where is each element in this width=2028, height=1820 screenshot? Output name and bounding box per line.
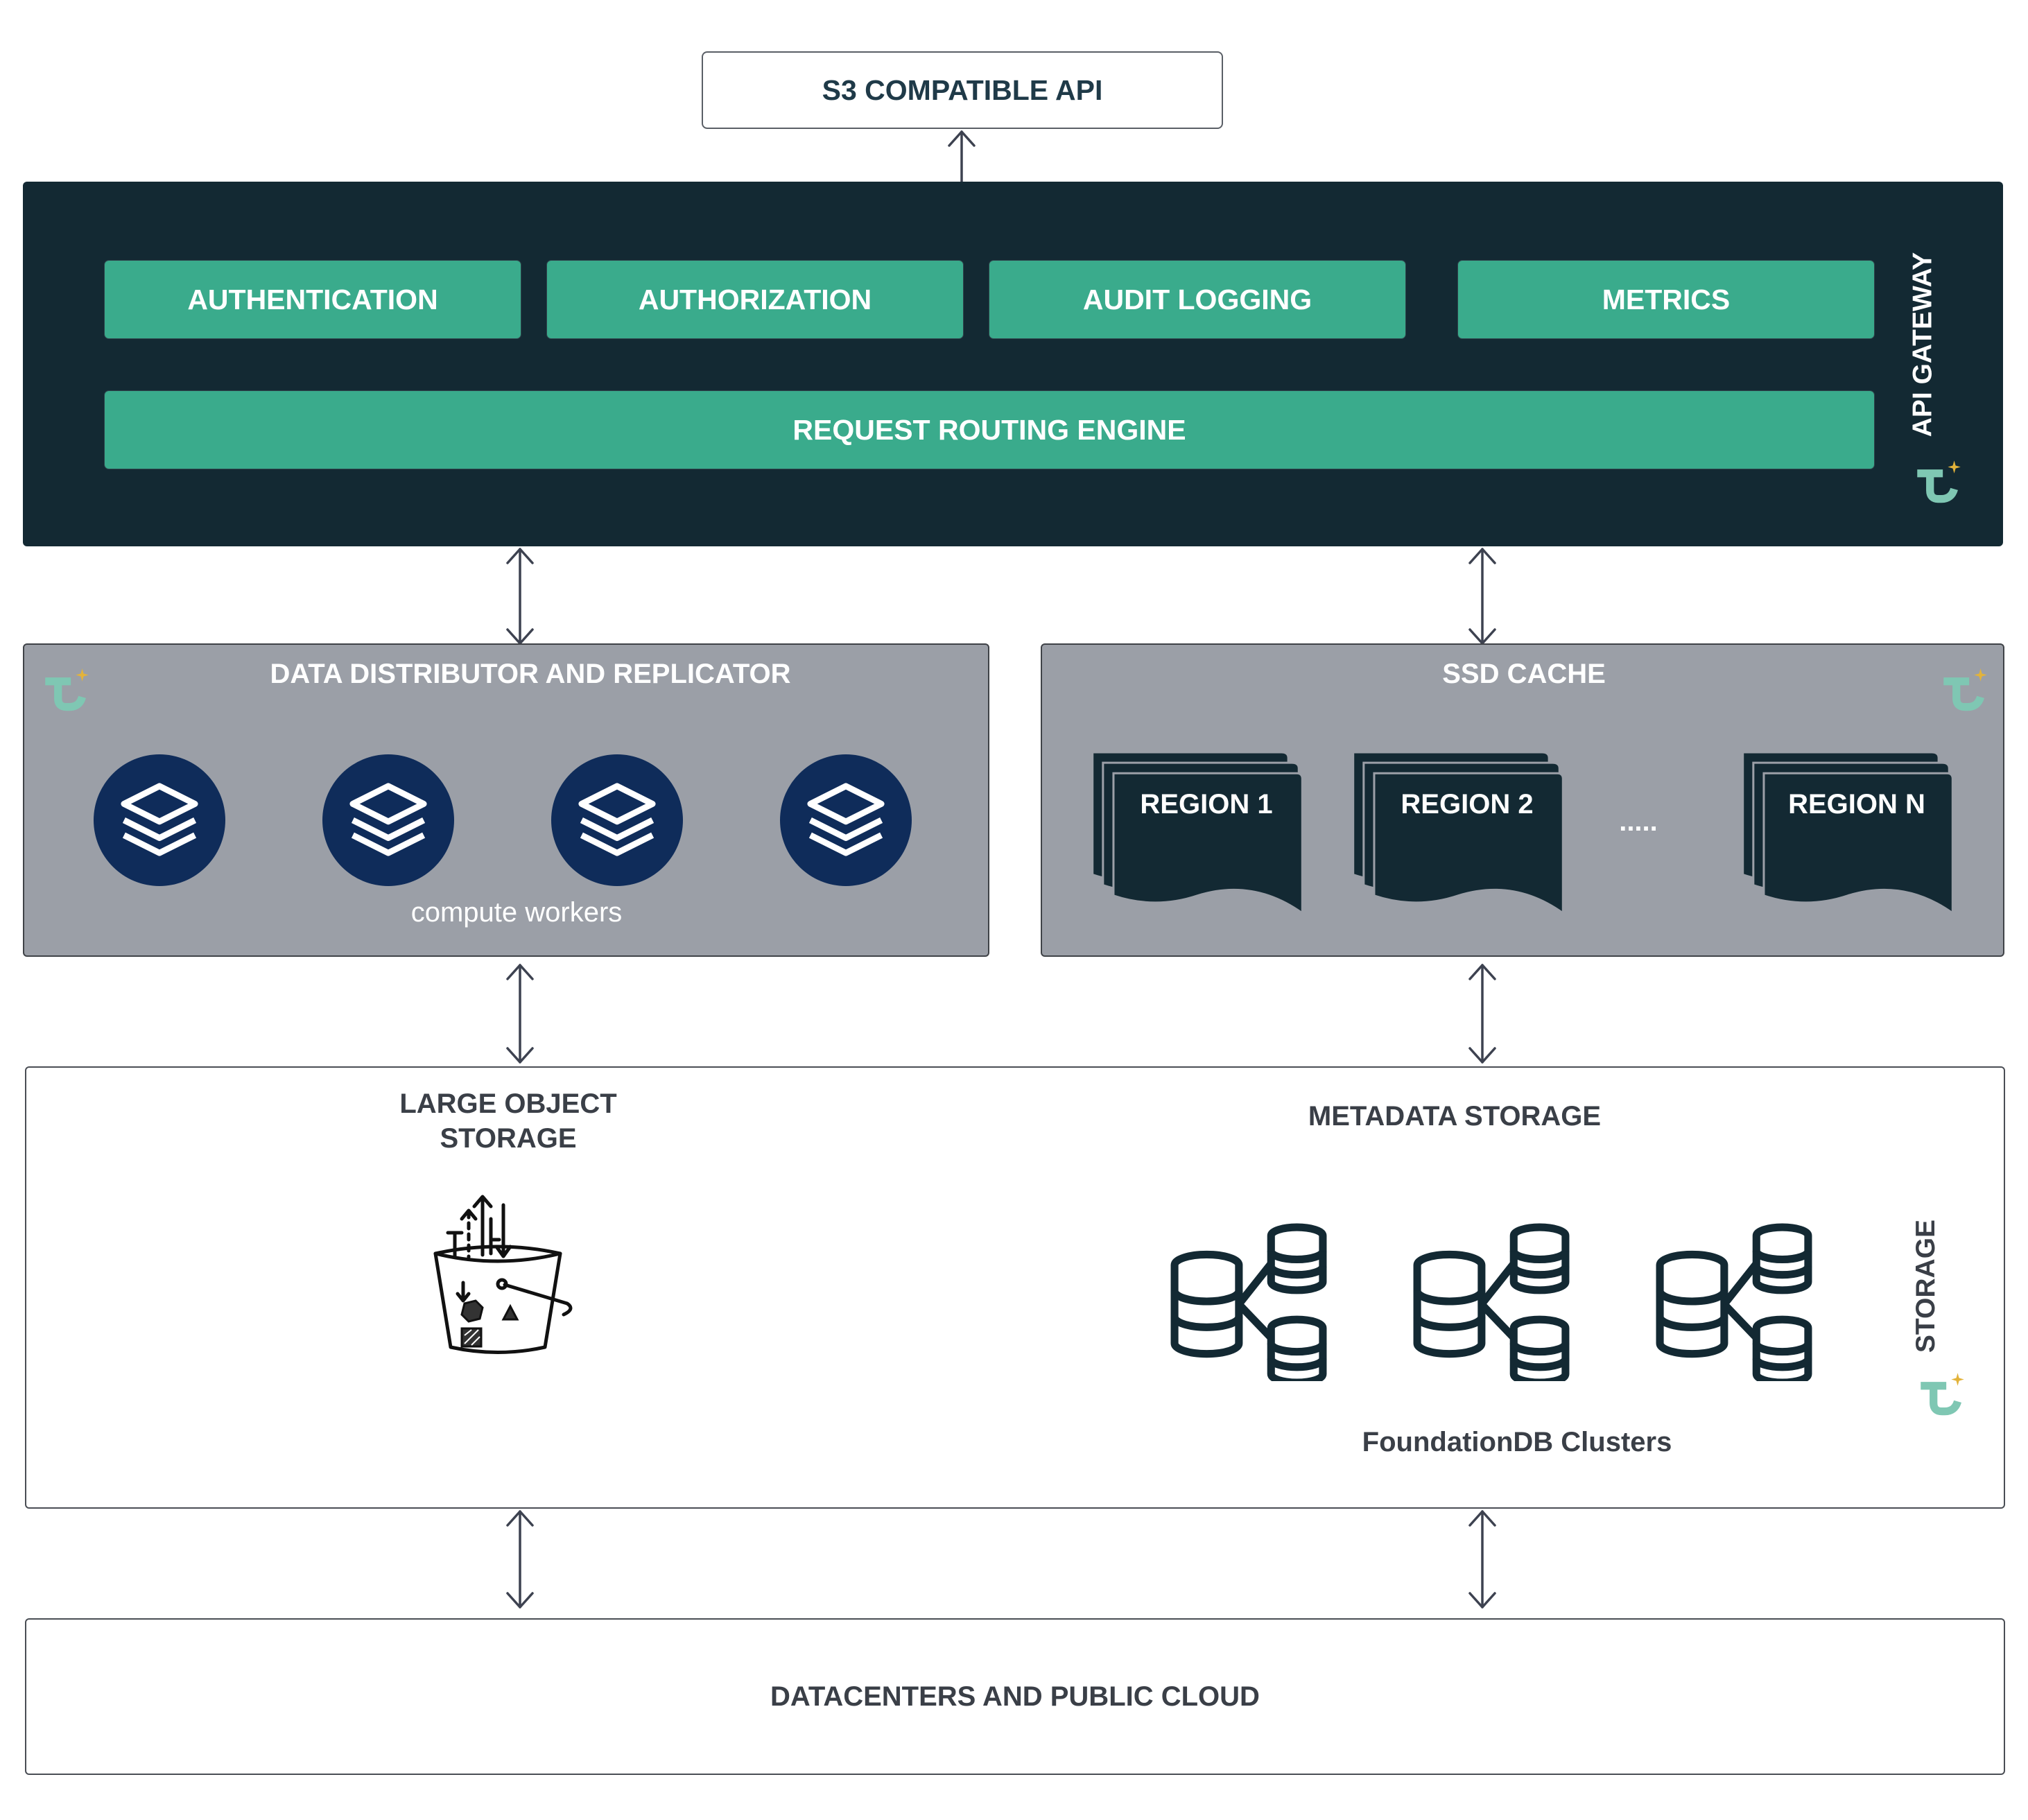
- layers-icon: [578, 783, 656, 856]
- brand-logo-icon: [38, 660, 95, 717]
- region-label: REGION N: [1788, 788, 1925, 820]
- datacenters-panel: DATACENTERS AND PUBLIC CLOUD: [25, 1618, 2005, 1775]
- compute-worker: [322, 754, 454, 886]
- document-stack-icon: [1092, 752, 1303, 913]
- bucket-icon: [433, 1195, 573, 1354]
- api-gateway-label: API GATEWAY: [1907, 252, 1938, 437]
- ssd-cache-title: SSD CACHE: [1442, 658, 1606, 689]
- s3-compatible-api-box: S3 COMPATIBLE API: [702, 51, 1223, 129]
- storage-datacenters-left-arrow: [506, 1510, 534, 1609]
- compute-worker: [94, 754, 225, 886]
- api-gateway-label-wrap: API GATEWAY: [1891, 230, 1954, 459]
- layers-icon: [349, 783, 427, 856]
- storage-panel: LARGE OBJECT STORAGE: [25, 1066, 2005, 1509]
- audit-logging-label: AUDIT LOGGING: [1082, 283, 1312, 315]
- compute-workers-caption: compute workers: [410, 896, 623, 928]
- compute-worker: [780, 754, 912, 886]
- database-cluster-icon: [1169, 1220, 1330, 1381]
- storage-datacenters-right-arrow: [1468, 1510, 1496, 1609]
- authentication-module: AUTHENTICATION: [105, 261, 521, 338]
- region-label: REGION 2: [1401, 788, 1534, 820]
- brand-logo-icon: [1910, 452, 1967, 509]
- region-ellipsis: .....: [1619, 806, 1658, 837]
- request-routing-engine: REQUEST ROUTING ENGINE: [105, 391, 1874, 469]
- document-stack-icon: [1353, 752, 1563, 913]
- gateway-cache-arrow: [1468, 548, 1496, 645]
- region-label: REGION 1: [1140, 788, 1273, 820]
- compute-worker: [551, 754, 683, 886]
- layers-icon: [121, 783, 198, 856]
- datacenters-label: DATACENTERS AND PUBLIC CLOUD: [770, 1681, 1260, 1712]
- region-cache-stack: REGION 2: [1353, 752, 1563, 913]
- authentication-label: AUTHENTICATION: [187, 283, 438, 315]
- authorization-module: AUTHORIZATION: [547, 261, 963, 338]
- region-cache-stack: REGION N: [1742, 752, 1953, 913]
- api-gateway-panel: AUTHENTICATION AUTHORIZATION AUDIT LOGGI…: [23, 182, 2003, 546]
- database-cluster-icon: [1654, 1220, 1815, 1381]
- gateway-distributor-arrow: [506, 548, 534, 645]
- request-routing-engine-label: REQUEST ROUTING ENGINE: [792, 413, 1186, 446]
- metadata-storage-title: METADATA STORAGE: [1308, 1101, 1602, 1132]
- data-distributor-panel: DATA DISTRIBUTOR AND REPLICATOR compute …: [23, 643, 989, 957]
- metrics-module: METRICS: [1458, 261, 1874, 338]
- region-cache-stack: REGION 1: [1092, 752, 1303, 913]
- document-stack-icon: [1742, 752, 1953, 913]
- data-distributor-title: DATA DISTRIBUTOR AND REPLICATOR: [270, 658, 791, 689]
- foundationdb-clusters-caption: FoundationDB Clusters: [1362, 1427, 1672, 1457]
- brand-logo-icon: [1936, 660, 1993, 717]
- cache-storage-arrow: [1468, 964, 1496, 1064]
- storage-label: STORAGE: [1911, 1219, 1941, 1353]
- ssd-cache-panel: SSD CACHE REGION 1 REGION 2 ..... REGION…: [1041, 643, 2004, 957]
- brand-logo-icon: [1914, 1364, 1970, 1421]
- layers-icon: [807, 783, 885, 856]
- authorization-label: AUTHORIZATION: [638, 283, 872, 315]
- database-cluster-icon: [1412, 1220, 1572, 1381]
- metrics-label: METRICS: [1602, 283, 1731, 315]
- s3-compatible-api-label: S3 COMPATIBLE API: [822, 73, 1103, 106]
- distributor-storage-arrow: [506, 964, 534, 1064]
- audit-logging-module: AUDIT LOGGING: [989, 261, 1405, 338]
- large-object-storage-title: LARGE OBJECT STORAGE: [399, 1089, 617, 1154]
